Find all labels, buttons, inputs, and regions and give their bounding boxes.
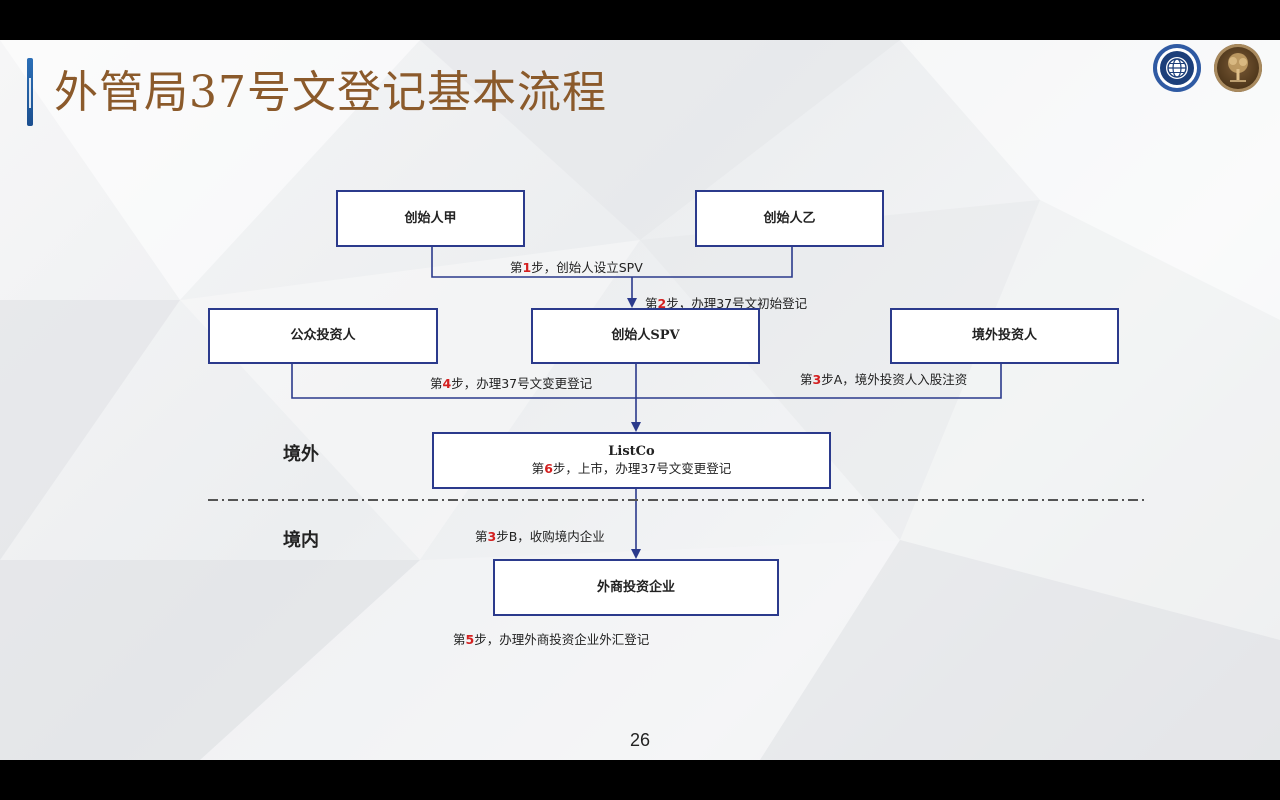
node-fie-label: 外商投资企业 (596, 579, 675, 595)
tree-emblem-logo (1214, 44, 1262, 92)
title-accent-bar (27, 58, 33, 126)
node-founder-a-label: 创始人甲 (404, 210, 457, 226)
node-founder-spv: 创始人SPV (531, 308, 760, 364)
slide-title: 外管局37号文登记基本流程 (54, 67, 607, 118)
step-6-label: 第6步，上市，办理37号文变更登记 (531, 460, 732, 476)
step-1-label: 第1步，创始人设立SPV (510, 260, 643, 275)
node-public-investors-label: 公众投资人 (290, 328, 356, 344)
slide: 外管局37号文登记基本流程 (0, 40, 1280, 760)
node-founder-a: 创始人甲 (336, 190, 525, 247)
tree-icon (1228, 53, 1248, 82)
bottom-letterbox (0, 760, 1280, 800)
flow-connectors (208, 247, 1145, 559)
step-2-label: 第2步，办理37号文初始登记 (645, 296, 808, 311)
node-public-investors: 公众投资人 (208, 308, 438, 364)
top-letterbox (0, 0, 1280, 40)
connector-investors-join (291, 364, 1002, 399)
node-listco: ListCo 第6步，上市，办理37号文变更登记 (432, 432, 831, 489)
globe-icon (1166, 57, 1188, 79)
node-founder-b-label: 创始人乙 (763, 210, 816, 226)
page-number: 26 (629, 730, 651, 750)
node-listco-label: ListCo (608, 444, 655, 460)
globe-emblem-logo (1153, 44, 1201, 92)
connector-founders-join (431, 247, 793, 278)
step-5-label: 第5步，办理外商投资企业外汇登记 (453, 632, 650, 647)
node-founder-b: 创始人乙 (695, 190, 884, 247)
step-3a-label: 第3步A，境外投资人入股注资 (800, 372, 968, 387)
region-offshore-label: 境外 (283, 444, 319, 465)
step-4-label: 第4步，办理37号文变更登记 (430, 376, 593, 391)
region-onshore-label: 境内 (283, 530, 319, 551)
node-foreign-investors: 境外投资人 (890, 308, 1119, 364)
step-3b-label: 第3步B，收购境内企业 (475, 529, 605, 544)
node-founder-spv-label: 创始人SPV (611, 328, 680, 344)
node-fie: 外商投资企业 (493, 559, 779, 616)
node-foreign-investors-label: 境外投资人 (971, 328, 1037, 344)
